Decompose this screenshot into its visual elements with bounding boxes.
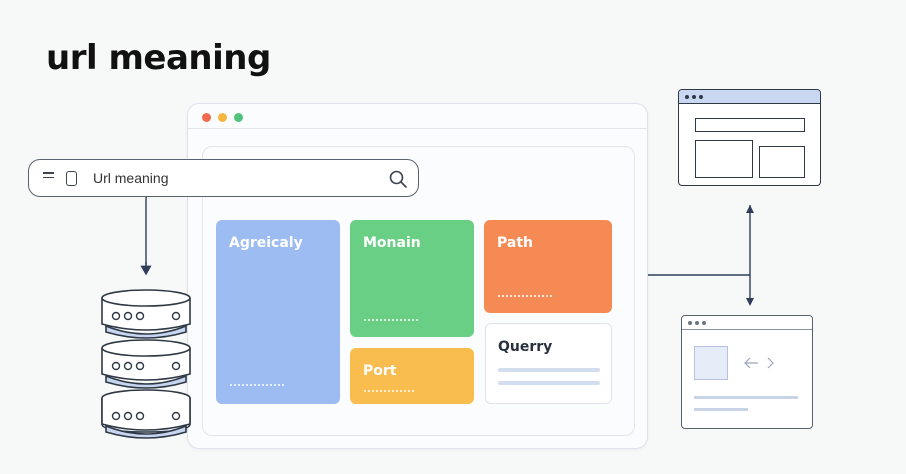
search-bar[interactable]: Url meaning	[28, 159, 419, 197]
tile-label: Port	[363, 363, 397, 379]
tile-querry[interactable]: Querry	[485, 323, 612, 404]
maximize-dot-icon[interactable]	[234, 113, 243, 122]
tab-icon	[66, 171, 77, 186]
placeholder-dots	[364, 319, 420, 321]
placeholder-dots	[230, 384, 286, 386]
search-query[interactable]: Url meaning	[93, 170, 169, 186]
close-dot-icon[interactable]	[202, 113, 211, 122]
page-title: url meaning	[46, 38, 271, 78]
server-stack-icon	[101, 289, 191, 439]
tile-agreicaly[interactable]: Agreicaly	[216, 220, 340, 404]
placeholder-line	[498, 381, 600, 385]
tile-label: Path	[497, 235, 533, 251]
placeholder-dots	[364, 390, 416, 392]
tile-port[interactable]: Port	[350, 348, 474, 404]
placeholder-dots	[498, 295, 554, 297]
browser-layout-icon	[678, 89, 821, 186]
placeholder-line	[498, 368, 600, 372]
window-titlebar	[188, 104, 647, 130]
toolbar-frame	[188, 128, 647, 148]
mini-titlebar	[682, 316, 812, 330]
minimize-dot-icon[interactable]	[218, 113, 227, 122]
mini-titlebar	[679, 90, 820, 104]
tile-label: Querry	[498, 339, 553, 355]
code-window-icon	[681, 315, 813, 429]
tile-label: Agreicaly	[229, 235, 303, 251]
tile-label: Monain	[363, 235, 421, 251]
search-icon[interactable]	[388, 169, 408, 189]
tile-path[interactable]: Path	[484, 220, 612, 313]
menu-icon[interactable]	[43, 172, 55, 184]
db-to-browser-arrow	[145, 180, 186, 272]
tile-monain[interactable]: Monain	[350, 220, 474, 337]
